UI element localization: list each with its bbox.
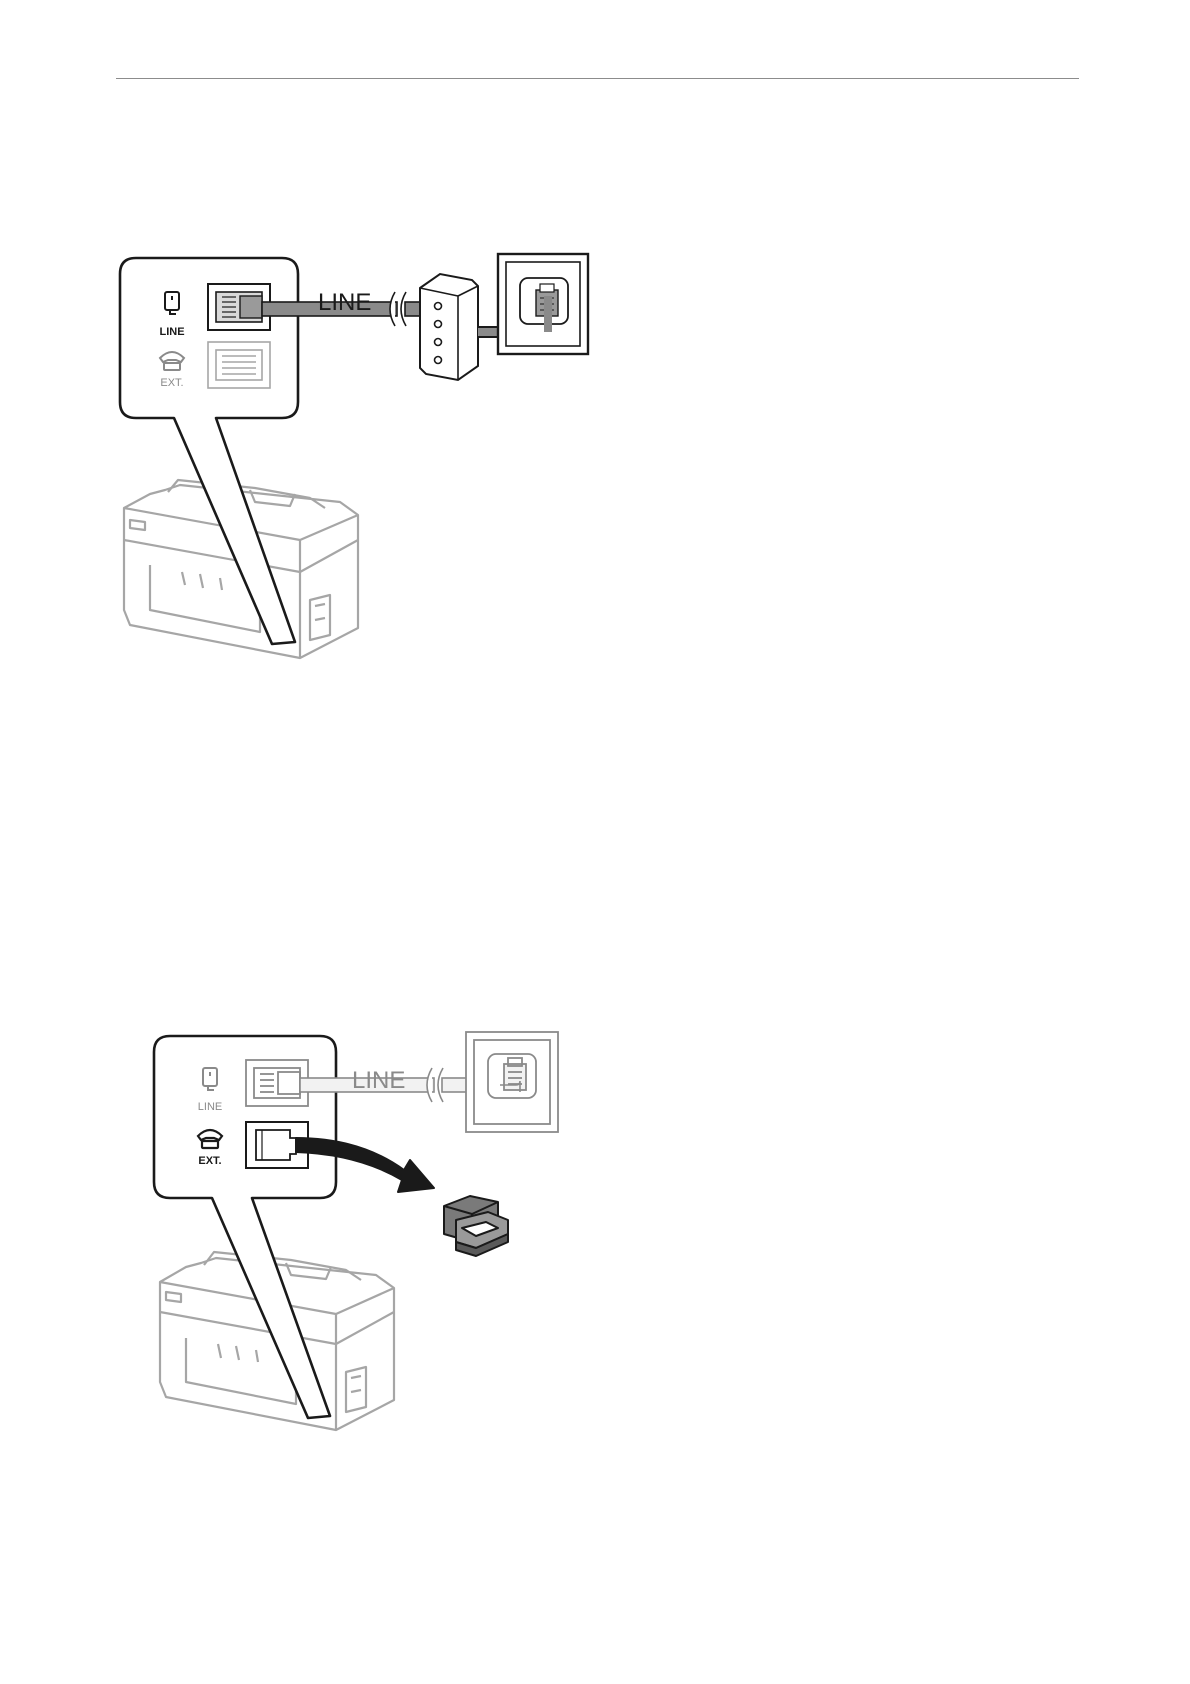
port-ext-label: EXT. [198, 1155, 221, 1167]
figure-remove-ext-cap: LINE EXT. [0, 1020, 1190, 1460]
callout-bubble: LINE EXT. [154, 1036, 336, 1418]
splitter-icon [420, 274, 478, 380]
cap-icon [444, 1196, 508, 1256]
phone-jack-icon [498, 254, 588, 354]
port-ext-label: EXT. [160, 377, 183, 389]
port-line-label: LINE [159, 326, 184, 338]
figure-line-with-splitter: LINE EXT. [0, 240, 1190, 680]
line-port [208, 284, 270, 330]
figure-1-illustration: LINE EXT. [0, 240, 1190, 680]
header-rule [116, 78, 1079, 79]
port-line-label: LINE [198, 1101, 222, 1113]
figure-2-illustration: LINE EXT. [0, 1020, 1190, 1460]
cable-label: LINE [352, 1067, 405, 1094]
phone-jack-icon [466, 1032, 558, 1132]
cable-label: LINE [318, 289, 371, 316]
